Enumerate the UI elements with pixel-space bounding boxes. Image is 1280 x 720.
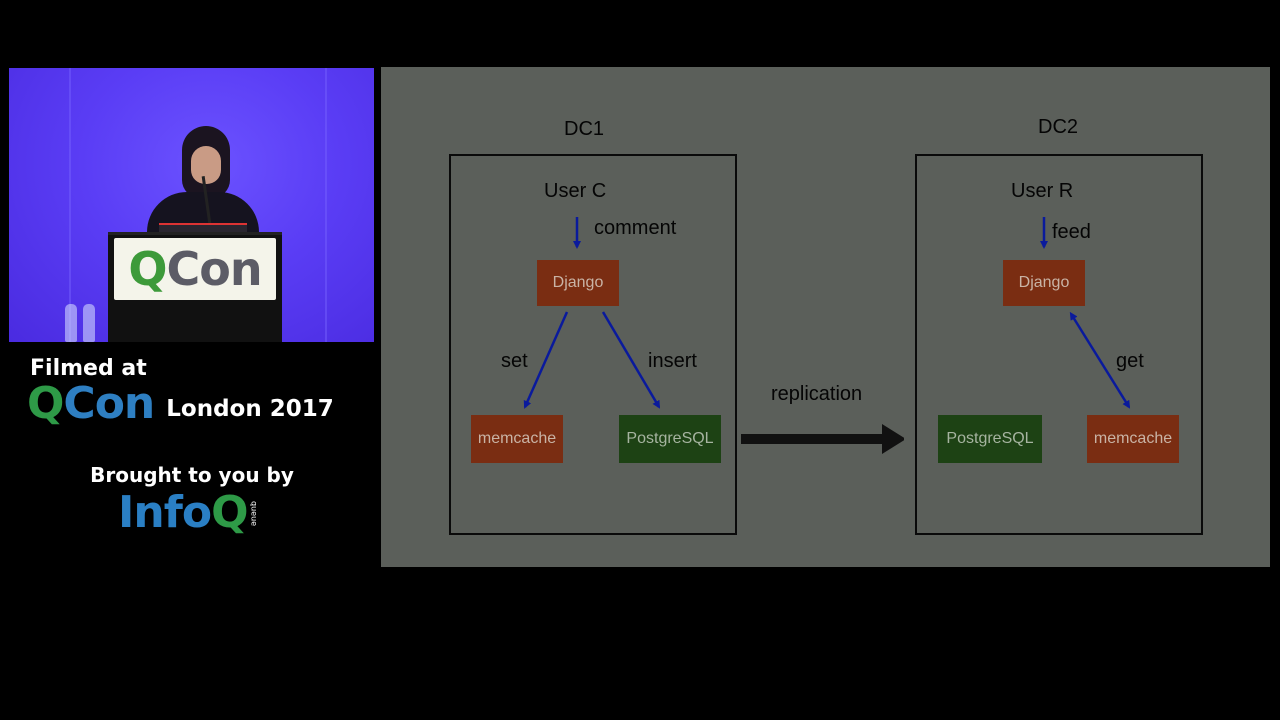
podium-sign: QCon (114, 238, 276, 300)
water-bottle (83, 304, 95, 342)
insert-arrow (601, 311, 661, 409)
presentation-slide: DC1 User C comment Django set insert mem… (381, 67, 1270, 567)
speaker-video: QCon (9, 68, 374, 342)
qcon-logo: QCon (27, 378, 155, 429)
dc2-postgresql-node: PostgreSQL (938, 415, 1042, 463)
queue-tag: queue (249, 501, 259, 527)
podium-qcon-logo: QCon (128, 242, 262, 296)
dc1-comment-label: comment (594, 217, 677, 239)
water-bottle (65, 304, 77, 342)
dc1-django-node: Django (537, 260, 619, 306)
infoq-logo: InfoQ (118, 487, 248, 538)
event-name: London 2017 (166, 396, 334, 422)
diagram-arrows (523, 217, 1131, 567)
qcon-event-row: QCon London 2017 (27, 382, 334, 426)
brought-by-label: Brought to you by (90, 463, 294, 487)
dc2-box (915, 154, 1203, 535)
dc1-insert-label: insert (648, 350, 697, 372)
dc2-label: DC2 (1038, 116, 1079, 138)
speaker-face (191, 146, 221, 184)
dc1-set-label: set (501, 350, 528, 372)
backdrop-panel-line (69, 68, 71, 342)
dc2-user-label: User R (1011, 180, 1074, 202)
backdrop-panel-line (325, 68, 327, 342)
dc2-memcache-node: memcache (1087, 415, 1179, 463)
dc2-feed-label: feed (1052, 221, 1091, 243)
dc1-label: DC1 (564, 118, 605, 140)
filmed-at-label: Filmed at (30, 356, 147, 381)
dc2-get-label: get (1116, 350, 1144, 372)
dc1-memcache-node: memcache (471, 415, 563, 463)
dc1-user-label: User C (544, 180, 607, 202)
get-arrow (1069, 311, 1131, 409)
dc1-box (449, 154, 737, 535)
set-arrow (523, 311, 569, 409)
infoq-logo-row: InfoQ queue (118, 491, 258, 535)
dc2-django-node: Django (1003, 260, 1085, 306)
replication-label: replication (771, 383, 863, 405)
dc1-postgresql-node: PostgreSQL (619, 415, 721, 463)
